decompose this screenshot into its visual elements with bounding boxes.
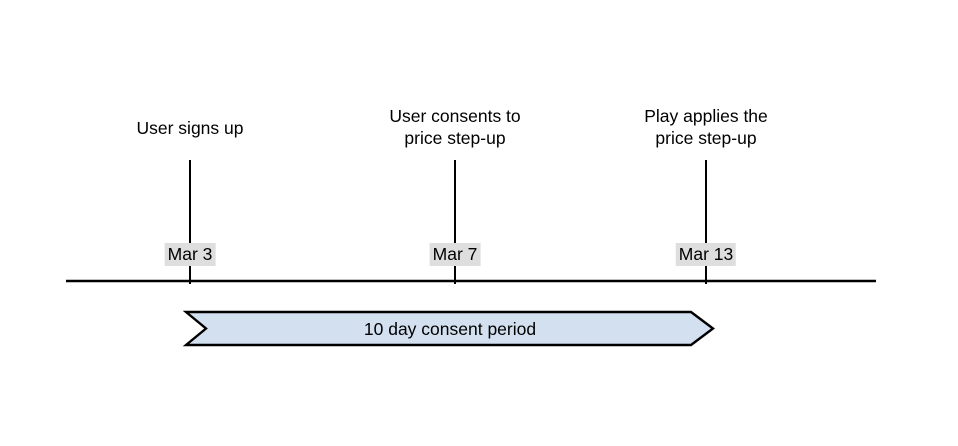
- event-title-step-up-applied: Play applies the price step-up: [644, 106, 768, 148]
- date-chip-signup: Mar 3: [164, 243, 216, 266]
- date-chip-step-up-applied: Mar 13: [675, 243, 737, 266]
- consent-period-band-shape: [182, 310, 715, 347]
- event-title-signup: User signs up: [136, 118, 244, 138]
- date-chip-consent: Mar 7: [429, 243, 481, 266]
- event-title-consent: User consents to price step-up: [389, 106, 521, 148]
- consent-period-label: 10 day consent period: [363, 319, 537, 339]
